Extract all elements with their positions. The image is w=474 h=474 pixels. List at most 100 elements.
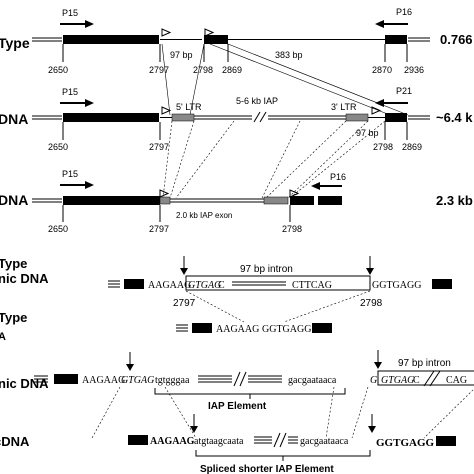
product-size: 2.3 kb [436, 193, 473, 208]
coord-label: 2869 [402, 142, 422, 152]
intron-length-label: 97 bp [356, 128, 379, 138]
primer-right-arrowhead [375, 20, 384, 28]
gap-length-label: 383 bp [275, 50, 303, 60]
seq-donor-tail: C [218, 280, 225, 291]
exon-block [312, 323, 332, 333]
break-mark [233, 371, 241, 387]
seq-acceptor: CTTCAG [292, 280, 332, 291]
ltr-5-label: 5' LTR [176, 102, 202, 112]
seq-iap-start: tgtgggaa [155, 375, 190, 386]
intron-box [377, 370, 474, 386]
primer-left-label: P15 [62, 8, 78, 18]
exon-block [385, 113, 407, 122]
iap-exon-label: 2.0 kb IAP exon [176, 211, 232, 220]
splice-site-marker [204, 28, 215, 37]
coord-label: 2869 [222, 65, 242, 75]
row-mutant-genomic: DNA P15 P21 5' LTR 5-6 kb IAP 3' LTR 97 … [0, 86, 473, 152]
seq-donor: GTGAG [381, 375, 414, 386]
seq-donor: GTGAG [188, 280, 221, 291]
coord-label: 2650 [48, 65, 68, 75]
seq-exon-left: AAGAAG [216, 324, 259, 335]
coord-label: 2870 [372, 65, 392, 75]
row-label: nic DNA [0, 271, 49, 286]
primer-left-label: P15 [62, 87, 78, 97]
break-mark [273, 432, 281, 448]
exon-block [318, 196, 342, 205]
iap-element-label: IAP Element [208, 401, 267, 412]
seq-wt-cdna: Type A AAGAAG GGTGAGG [0, 310, 332, 343]
exon-block [63, 35, 159, 44]
break-mark [253, 111, 261, 123]
primer-left-arrowhead [85, 20, 94, 28]
row-label: Type [0, 256, 27, 271]
row-label: DNA [0, 111, 28, 127]
seq-exon-left: AAGAAG [82, 375, 125, 386]
splice-site-marker [159, 189, 170, 198]
product-size: 0.766 k [440, 32, 474, 47]
primer-right-label: P16 [396, 7, 412, 17]
product-size: ~6.4 k [436, 110, 473, 125]
seq-exon-right: GGTGAGG [376, 437, 435, 449]
row-label: nic DNA [0, 376, 49, 391]
coord-label: 2797 [149, 142, 169, 152]
exon-block [204, 35, 228, 44]
coord-label: 2936 [404, 65, 424, 75]
primer-left-label: P15 [62, 169, 78, 179]
row-wild-type: Type P15 P16 97 bp 383 bp 2650 2797 2798… [0, 7, 474, 75]
coord-label: 2798 [282, 224, 302, 234]
exon-block [432, 279, 452, 289]
intron-title: 97 bp intron [240, 264, 293, 275]
exon-block [63, 196, 160, 205]
exon-block [128, 435, 148, 445]
ltr-5-box [171, 113, 195, 122]
ltr-3-box [345, 113, 369, 122]
coord-label: 2798 [193, 65, 213, 75]
row-mutant-cdna: DNA P15 P16 2.0 kb IAP exon 2650 2797 27… [0, 169, 473, 234]
seq-donor-tail: C [413, 375, 420, 386]
intron-box [185, 275, 371, 291]
seq-position: 2797 [173, 298, 196, 309]
splice-site-marker [371, 106, 382, 115]
seq-iap-end: gacgaataaca [300, 436, 349, 447]
exon-block [436, 436, 456, 446]
spliced-iap-label: Spliced shorter IAP Element [200, 464, 334, 474]
primer-right-label: P16 [330, 172, 346, 182]
seq-exon-left: AAGAAG [150, 436, 195, 447]
exon-block [54, 374, 78, 384]
primer-left-arrowhead [85, 181, 94, 189]
seq-iap-end: gacgaataaca [288, 375, 337, 386]
row-label: Type [0, 310, 27, 325]
primer-right-label: P21 [396, 86, 412, 96]
intron-length-label: 97 bp [170, 50, 193, 60]
row-label: DNA [0, 192, 28, 208]
seq-position: 2798 [360, 298, 383, 309]
stray-mark: A [0, 331, 6, 343]
ltr-3-label: 3' LTR [331, 102, 357, 112]
splice-site-marker [289, 189, 300, 198]
coord-label: 2797 [149, 224, 169, 234]
coord-label: 2650 [48, 142, 68, 152]
seq-acceptor: CAG [446, 375, 467, 386]
coord-label: 2798 [373, 142, 393, 152]
connector-lines-2 [162, 120, 386, 199]
exon-block [63, 113, 159, 122]
exon-block [385, 35, 407, 44]
iap-size-label: 5-6 kb IAP [236, 96, 278, 106]
exon-block [124, 279, 144, 289]
coord-label: 2650 [48, 224, 68, 234]
primer-left-arrowhead [85, 99, 94, 107]
seq-exon-right: GGTGAGG [372, 280, 421, 291]
iap-bracket [195, 450, 371, 457]
seq-wt-genomic: Type nic DNA AAGAAG GTGAG C CTTCAG GGTGA… [0, 256, 452, 323]
seq-exon-left: AAGAAG [148, 280, 191, 291]
seq-donor: GTGAG [121, 375, 154, 386]
seq-g-mark: G [370, 375, 377, 386]
splice-site-marker [161, 106, 172, 115]
seq-mutant-genomic: nic DNA AAGAAG GTGAG tgtgggaa gacgaataac… [0, 350, 474, 439]
seq-iap-start: atgtaagcaata [194, 436, 244, 447]
row-label: Type [0, 35, 30, 51]
